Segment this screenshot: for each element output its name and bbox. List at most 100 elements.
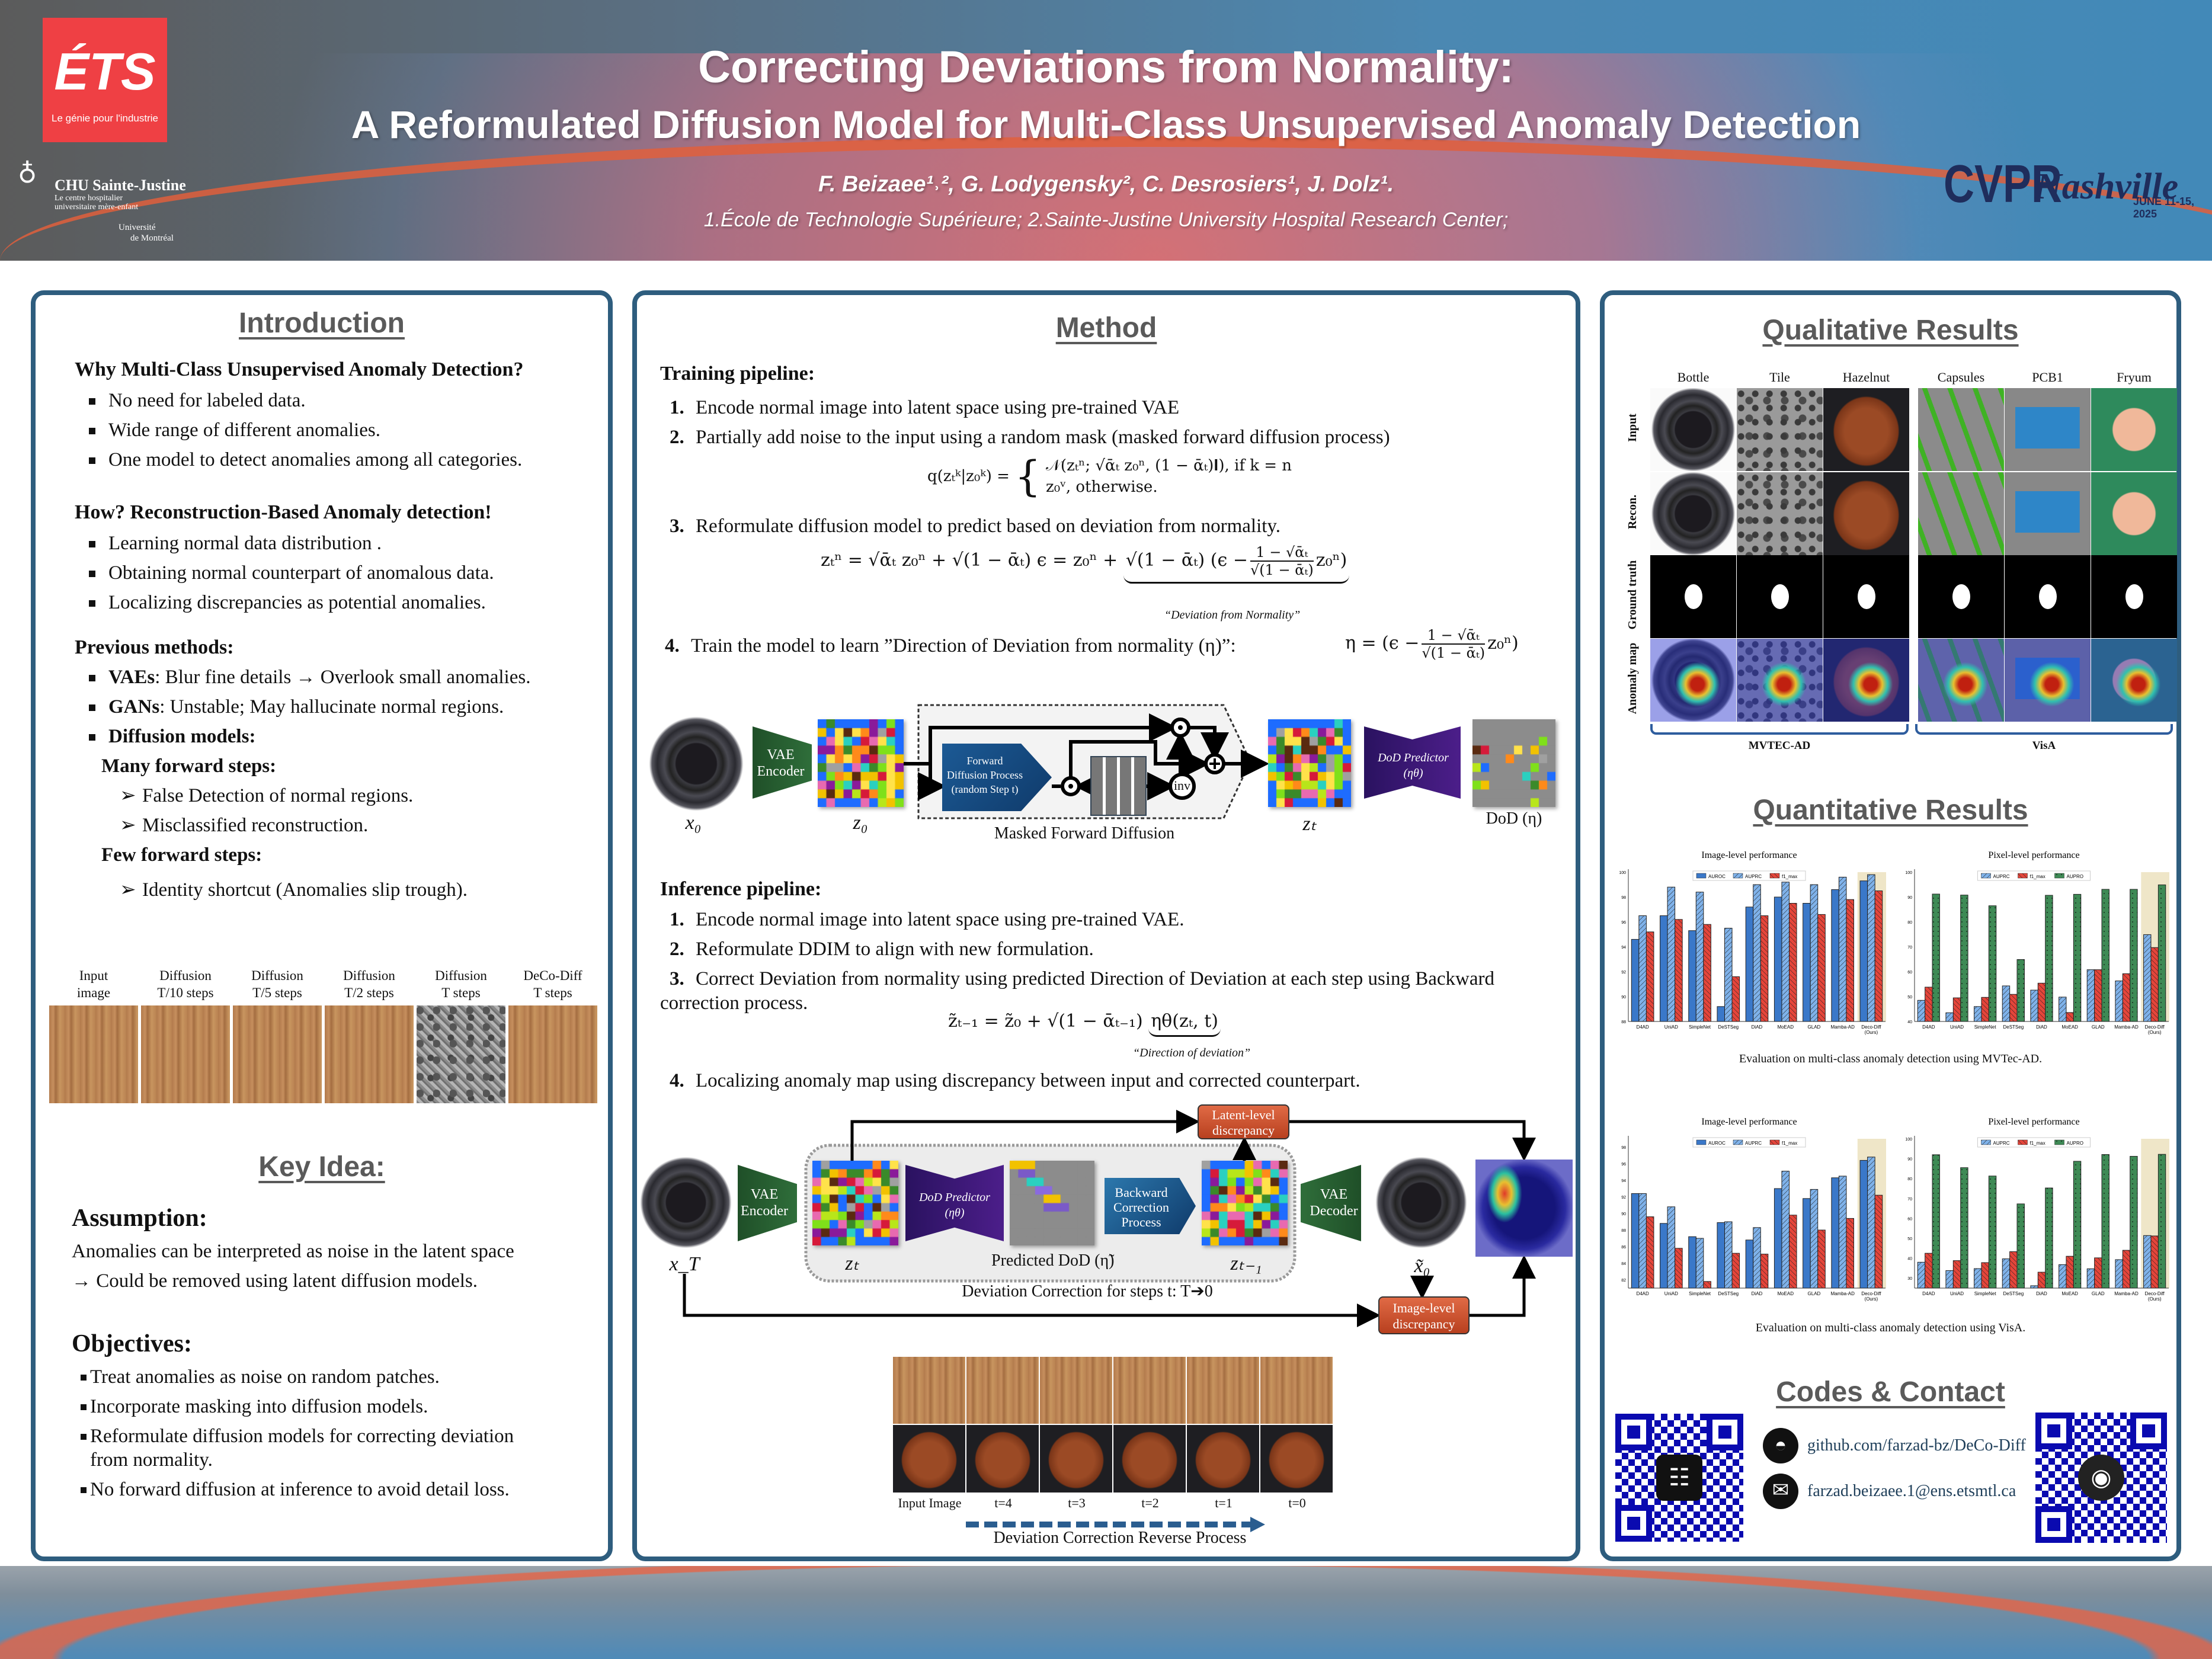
bar-auprc <box>1945 1270 1954 1289</box>
bar-auprc <box>1867 874 1875 1022</box>
why-heading: Why Multi-Class Unsupervised Anomaly Det… <box>75 358 524 380</box>
bar-aupro <box>2101 1154 2109 1289</box>
anomaly-heatmap-overlay <box>1823 639 1909 722</box>
x-tick-label: MoEAD <box>2061 1024 2078 1030</box>
bar-f1-max <box>1760 1254 1769 1289</box>
bar-auprc <box>1974 1268 1982 1289</box>
hazelnut-reconstruction-image <box>1113 1425 1186 1493</box>
group-label-visa: VisA <box>2032 739 2056 752</box>
github-link[interactable]: github.com/farzad-bz/DeCo-Diff <box>1807 1436 2026 1455</box>
bar-auprc <box>2086 1268 2095 1289</box>
connector-line <box>1190 726 1229 761</box>
bar-aupro <box>1932 1154 1940 1289</box>
predicted-dod-label: Predicted DoD (η̃) <box>991 1251 1115 1270</box>
strip-label-line2: T/2 steps <box>344 985 394 1000</box>
bar-f1-max <box>1981 997 1989 1022</box>
y-tick-label: 98 <box>1621 1146 1626 1150</box>
eq2-lhs: zₜⁿ = √ᾱₜ z₀ⁿ + √(1 − ᾱₜ) ϵ = z₀ⁿ + <box>821 550 1118 571</box>
sample-image <box>2005 472 2091 555</box>
contact-qr-code[interactable]: ☷ <box>1615 1414 1743 1542</box>
strip-label-line2: T steps <box>441 985 481 1000</box>
equation-masked-forward: q(zₜᵏ|z₀ᵏ) = { 𝒩(zₜⁿ; √ᾱₜ z₀ⁿ, (1 − ᾱₜ)𝐈… <box>927 455 1292 498</box>
sample-image <box>1650 639 1736 722</box>
latent-level-discrepancy-box: Latent-level discrepancy <box>1198 1104 1289 1139</box>
bar-aupro <box>2073 1161 2082 1289</box>
strip-label-line1: Diffusion <box>343 968 395 983</box>
y-tick-label: 100 <box>1905 871 1912 875</box>
anomaly-mask-blob <box>1771 584 1789 609</box>
zt-label: zₜ <box>845 1253 859 1274</box>
ets-logo-text: ÉTS <box>54 42 156 101</box>
column-label: PCB1 <box>2032 370 2063 385</box>
strip-label-line1: Diffusion <box>251 968 303 983</box>
y-tick-label: 100 <box>1619 871 1626 875</box>
x-tick-label: UniAD <box>1664 1024 1678 1030</box>
x-tick-label: D4AD <box>1636 1024 1649 1030</box>
github-qr-code[interactable]: ◉ <box>2035 1413 2167 1543</box>
latent-zt-mosaic <box>1268 719 1351 807</box>
method-panel <box>632 290 1580 1561</box>
bar-auprc <box>1867 1157 1875 1289</box>
bullet-icon <box>89 457 95 464</box>
y-tick-label: 90 <box>1621 995 1626 1000</box>
bullet-icon <box>89 734 95 741</box>
key-idea-title: Key Idea: <box>258 1151 385 1183</box>
ground-truth-mask <box>1650 555 1736 638</box>
training-step: Partially add noise to the input using a… <box>696 427 1390 448</box>
strip-image <box>508 1005 597 1103</box>
bar-auprc <box>2086 969 2095 1022</box>
bar-auroc <box>1774 896 1782 1022</box>
legend-swatch <box>2018 873 2028 879</box>
dashed-arrow-icon <box>966 1517 1265 1532</box>
bar-f1-max <box>1788 1215 1797 1289</box>
assumption-line: → Could be removed using latent diffusio… <box>72 1270 478 1292</box>
bar-f1-max <box>1760 915 1769 1022</box>
bar-f1-max <box>1675 1248 1683 1289</box>
chu-logo-sub2: universitaire mère-enfant <box>55 203 139 212</box>
eq3-denominator: √(1 − ᾱₜ) <box>1422 645 1486 661</box>
bar-auprc <box>1695 892 1704 1022</box>
sample-image <box>1650 472 1736 555</box>
few-steps-heading: Few forward steps: <box>101 844 263 866</box>
mvtec-image-level-chart: Image-level performance889092949698100D4… <box>1619 850 1886 1035</box>
y-tick-label: 86 <box>1621 1245 1626 1250</box>
bar-auprc <box>2059 1264 2067 1289</box>
objective-item-continued: from normality. <box>90 1449 213 1471</box>
x-tick-label: Deco-Diff <box>1861 1024 1881 1030</box>
bar-aupro <box>1960 895 1968 1022</box>
y-tick-label: 50 <box>1907 1237 1912 1241</box>
deviation-correction-caption: Deviation Correction for steps t: T➔0 <box>962 1282 1213 1301</box>
zt-minus-1-label: zₜ₋₁ <box>1230 1253 1262 1274</box>
bar-f1-max <box>1817 914 1826 1022</box>
bar-f1-max <box>2094 1257 2102 1289</box>
x-tick-label: Deco-Diff <box>2145 1291 2165 1296</box>
assumption-heading: Assumption: <box>72 1205 207 1232</box>
legend-swatch <box>1769 1139 1780 1145</box>
introduction-panel <box>31 290 613 1561</box>
x-tick-label: Deco-Diff <box>2145 1024 2165 1030</box>
email-link[interactable]: farzad.beizaee.1@ens.etsmtl.ca <box>1807 1482 2016 1500</box>
poster-affiliations: 1.École de Technologie Supérieure; 2.Sai… <box>703 209 1509 231</box>
bar-auprc <box>1695 1238 1704 1289</box>
x-tick-label: GLAD <box>2092 1024 2105 1030</box>
bar-f1-max <box>1675 919 1683 1022</box>
bar-f1-max <box>1981 1262 1989 1289</box>
bar-f1-max <box>2066 1256 2074 1289</box>
x-tick-label: SimpleNet <box>1689 1024 1711 1030</box>
column-label: Bottle <box>1677 370 1710 385</box>
bar-aupro <box>2016 959 2025 1022</box>
reverse-step-label: t=2 <box>1141 1495 1159 1510</box>
reverse-step-label: t=0 <box>1288 1495 1306 1510</box>
masked-forward-diffusion-caption: Masked Forward Diffusion <box>994 824 1175 843</box>
bullet-icon <box>89 428 95 434</box>
legend-swatch <box>1733 873 1743 879</box>
bar-f1-max <box>1646 1216 1654 1289</box>
x-tick-label: GLAD <box>1808 1024 1821 1030</box>
row-label: Input <box>1626 414 1639 442</box>
eq2-tail: z₀ⁿ) <box>1315 550 1347 571</box>
input-image-xT <box>640 1157 732 1248</box>
bar-f1-max <box>1703 924 1711 1022</box>
x-tick-label-line2: (Ours) <box>1865 1030 1878 1035</box>
y-tick-label: 90 <box>1907 896 1912 900</box>
